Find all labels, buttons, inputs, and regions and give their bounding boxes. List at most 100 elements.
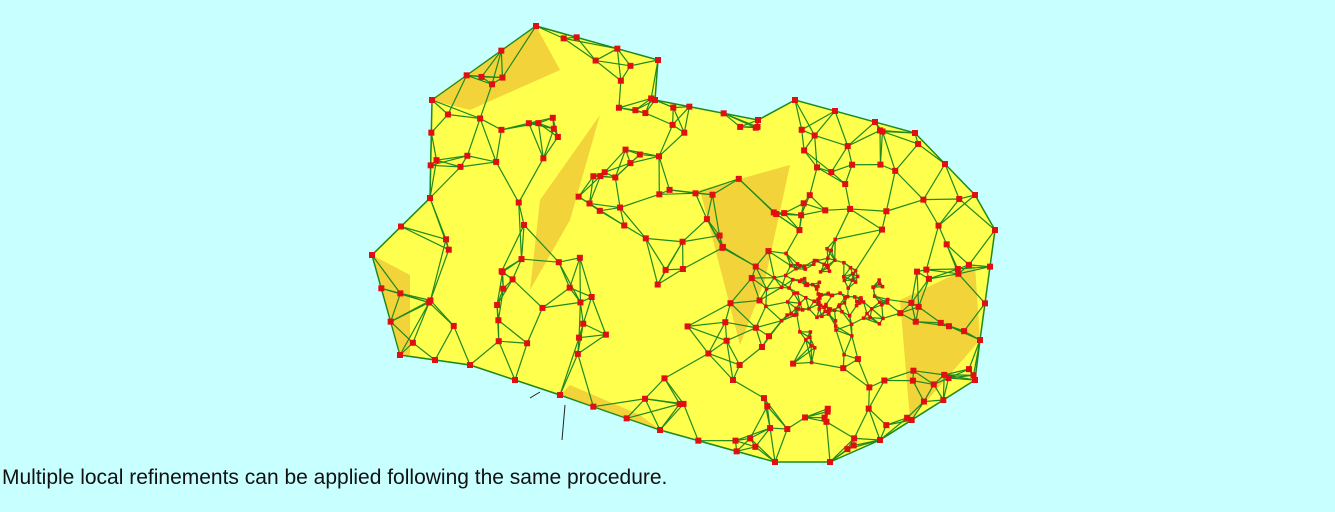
mesh-node [812,346,817,350]
mesh-edge [730,302,757,329]
mesh-node [849,161,856,168]
mesh-node [781,210,788,217]
mesh-node [680,400,687,407]
mesh-node [818,270,823,274]
mesh-edge [766,286,782,290]
mesh-edge [863,317,880,325]
mesh-edge [460,161,497,168]
mesh-node [817,300,821,305]
mesh-edge [672,107,685,133]
mesh-edge [469,364,516,381]
mesh-edge [738,178,777,215]
tetrahedral-mesh-model[interactable] [0,0,1335,470]
mesh-node [577,299,584,306]
mesh-node [760,395,767,402]
mesh-node [705,350,712,357]
mesh-edge [578,175,601,198]
mesh-node [478,73,485,80]
mesh-node [661,375,668,382]
mesh-node [752,443,759,450]
mesh-edge [749,405,768,439]
mesh-edge [884,370,914,382]
mesh-node [535,120,542,127]
mesh-node [810,282,815,287]
mesh-node [828,169,835,176]
mesh-node [992,227,998,233]
mesh-node [765,333,772,340]
mesh-edge [694,193,708,220]
mesh-node [736,361,743,368]
mesh-edge [614,177,621,208]
mesh-edge [928,273,959,280]
mesh-node [855,274,860,279]
mesh-edge [657,268,684,286]
mesh-node [676,400,683,407]
mesh-node [796,227,803,234]
mesh-edge [749,437,776,463]
mesh-edge [801,110,836,131]
mesh-node [755,117,761,123]
mesh-edge [579,302,584,324]
mesh-edge [390,321,414,344]
mesh-node [846,286,850,290]
mesh-node [824,408,831,415]
mesh-node [790,360,797,367]
mesh-edge [918,278,930,308]
mesh-node [798,301,802,306]
mesh-node [655,57,661,63]
mesh-node [369,252,375,258]
mesh-edge [711,194,721,236]
mesh-node [872,119,878,125]
mesh-edge [371,226,402,256]
mesh-node [445,246,452,253]
mesh-edge [645,237,683,243]
mesh-edge [698,440,737,452]
mesh-node [822,305,827,309]
mesh-node [883,208,890,215]
mesh-node [719,243,726,250]
mesh-edge [593,406,627,419]
mesh-edge [434,325,455,361]
mesh-node [525,120,532,127]
mesh-node [825,263,830,268]
mesh-node [654,281,661,288]
mesh-edge [768,250,792,267]
mesh-node [426,299,433,306]
mesh-edge [687,321,726,327]
mesh-edge [582,296,593,324]
mesh-edge [926,269,959,275]
mesh-edge [726,340,734,381]
mesh-edge [735,440,756,448]
mesh-edge [399,354,436,361]
mesh-node [557,392,563,398]
mesh-node [833,258,837,262]
mesh-node [442,236,449,243]
mesh-edge [682,247,723,270]
mesh-node [802,276,807,281]
mesh-node [642,235,649,242]
mesh-node [915,140,922,147]
mesh-edge [783,202,804,214]
mesh-edge [928,268,958,280]
mesh-edge [763,397,771,429]
mesh-node [855,299,859,304]
mesh-edge [938,194,976,227]
mesh-edge [957,273,986,304]
mesh-edge [589,202,625,226]
mesh-edge [794,99,803,130]
mesh-node [811,132,818,139]
mesh-edge [785,229,800,254]
mesh-edge [739,346,763,366]
mesh-node [737,123,744,130]
mesh-edge [563,37,618,50]
mesh-edge [911,401,925,421]
mesh-edge [623,224,647,239]
mesh-edge [870,317,883,319]
mesh-node [852,295,857,299]
mesh-node [841,274,846,279]
mesh-edge [923,198,960,201]
mesh-node [847,205,854,212]
mesh-edge [400,292,431,301]
mesh-node [684,323,691,330]
